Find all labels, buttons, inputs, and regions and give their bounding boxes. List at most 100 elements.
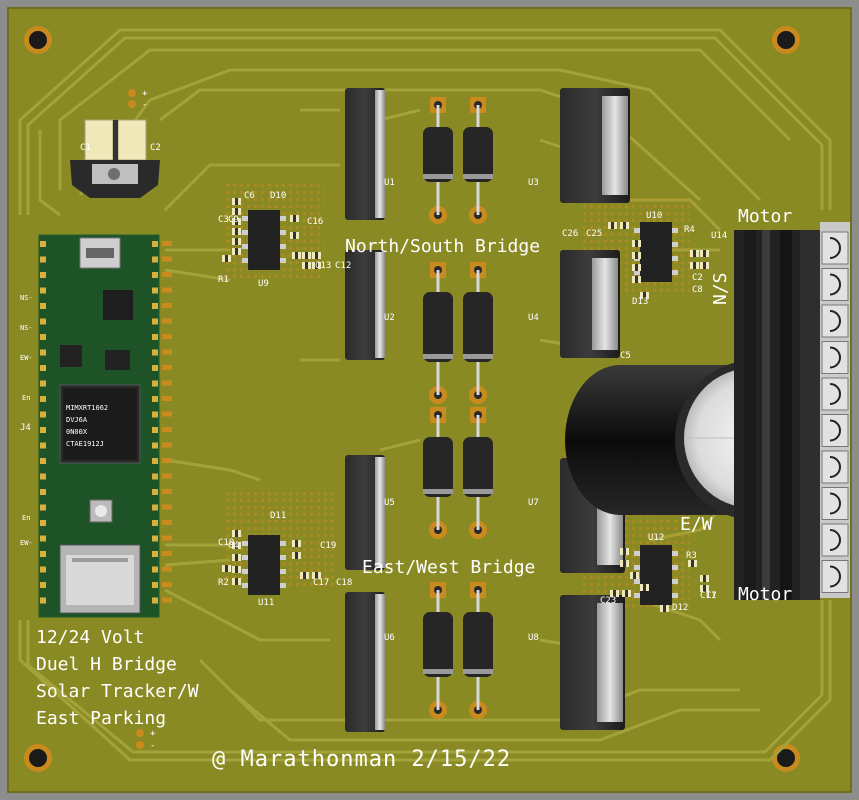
terminal-screw — [821, 414, 849, 447]
header-pin — [40, 396, 46, 402]
north-south-bridge-label: North/South Bridge — [345, 236, 540, 257]
pin-label-en2: En — [22, 514, 30, 522]
smd-component — [232, 238, 241, 245]
smd-component — [312, 262, 321, 269]
u8-label: U8 — [528, 633, 539, 643]
header-pin — [40, 303, 46, 309]
header-pin — [40, 551, 46, 557]
smd-component — [620, 222, 629, 229]
diode-group — [423, 97, 493, 719]
header-pad — [162, 582, 172, 587]
smd-component — [232, 542, 241, 549]
ns-motor-label: N/S — [710, 272, 731, 305]
desc-line-4: East Parking — [36, 708, 166, 729]
desc-line-2: Duel H Bridge — [36, 654, 177, 675]
header-pin — [40, 272, 46, 278]
header-pad — [162, 411, 172, 417]
header-pin — [40, 287, 46, 294]
axial-diode — [423, 407, 453, 539]
axial-diode — [463, 262, 493, 404]
pin-label-en1: En — [22, 394, 30, 402]
header-pin — [152, 597, 158, 604]
header-pin — [40, 473, 46, 480]
header-pad — [162, 566, 172, 572]
mosfet-to220 — [345, 455, 385, 570]
axial-diode — [463, 97, 493, 224]
header-pad — [162, 256, 172, 262]
smd-component — [640, 584, 649, 591]
c8-label: C8 — [692, 285, 703, 295]
u9-label: U9 — [258, 279, 269, 289]
header-pin — [152, 287, 158, 294]
smd-component — [700, 585, 709, 592]
header-pin — [152, 365, 158, 371]
c7-label: C7 — [706, 591, 717, 601]
axial-diode — [423, 582, 453, 719]
axial-diode — [423, 262, 453, 404]
header-pad — [162, 427, 172, 432]
terminal-screw — [821, 377, 849, 411]
terminal-screw — [821, 268, 849, 301]
header-pad — [162, 442, 172, 448]
header-pin — [40, 504, 46, 511]
mcu-line-3: 0N00X — [66, 428, 88, 436]
mcu-line-4: CTAE1912J — [66, 440, 104, 448]
smd-component — [300, 572, 309, 579]
mcu-line-1: MIMXRT1062 — [66, 404, 108, 412]
smd-component — [632, 252, 641, 259]
header-pad — [162, 473, 172, 479]
header-pin — [40, 334, 46, 340]
header-pin — [152, 504, 158, 511]
smd-component — [610, 590, 619, 597]
power-input-pads — [128, 89, 144, 749]
smd-component — [232, 554, 241, 561]
header-pin — [40, 256, 46, 263]
smd-component — [292, 540, 301, 547]
header-pad — [162, 318, 172, 324]
smd-component — [232, 578, 241, 585]
mosfet-to220 — [345, 592, 385, 732]
header-pin — [40, 458, 46, 464]
r3-label: R3 — [686, 551, 697, 561]
power-plus-label-bottom: + — [150, 729, 156, 739]
c1-label: C1 — [80, 143, 91, 153]
header-pad — [162, 241, 172, 246]
header-pin — [152, 396, 158, 402]
smd-component — [608, 222, 617, 229]
c26-label: C26 — [562, 229, 578, 239]
terminal-screws — [821, 231, 849, 593]
desc-line-1: 12/24 Volt — [36, 627, 144, 648]
smd-component — [312, 252, 321, 259]
teensy-header-pins — [40, 241, 172, 604]
header-pad — [162, 272, 172, 277]
smd-component — [290, 232, 299, 239]
driver-ic-soic — [634, 545, 678, 605]
c19-label: C19 — [320, 541, 336, 551]
header-pin — [152, 458, 158, 464]
smd-component — [302, 252, 311, 259]
desc-line-3: Solar Tracker/W — [36, 681, 199, 702]
header-pin — [40, 241, 46, 247]
smd-component — [700, 250, 709, 257]
header-pin — [40, 489, 46, 495]
signature-label: @ Marathonman 2/15/22 — [212, 747, 511, 772]
header-pin — [40, 442, 46, 449]
mosfet-to220 — [560, 595, 625, 730]
mosfet-to220 — [560, 250, 620, 358]
header-pin — [40, 566, 46, 573]
terminal-screw — [821, 450, 849, 484]
axial-diode — [463, 407, 493, 539]
r4-label: R4 — [684, 225, 695, 235]
header-pin — [40, 380, 46, 387]
header-pin — [152, 582, 158, 588]
driver-ic-soic — [242, 210, 286, 270]
header-pin — [152, 427, 158, 433]
mosfet-to220 — [345, 88, 385, 220]
smd-component — [222, 255, 231, 262]
j4-label: J4 — [20, 423, 31, 433]
smd-component — [622, 590, 631, 597]
pin-label-ns1: NS- — [20, 294, 33, 302]
driver-ic-group — [242, 210, 678, 605]
terminal-screw — [821, 231, 849, 265]
